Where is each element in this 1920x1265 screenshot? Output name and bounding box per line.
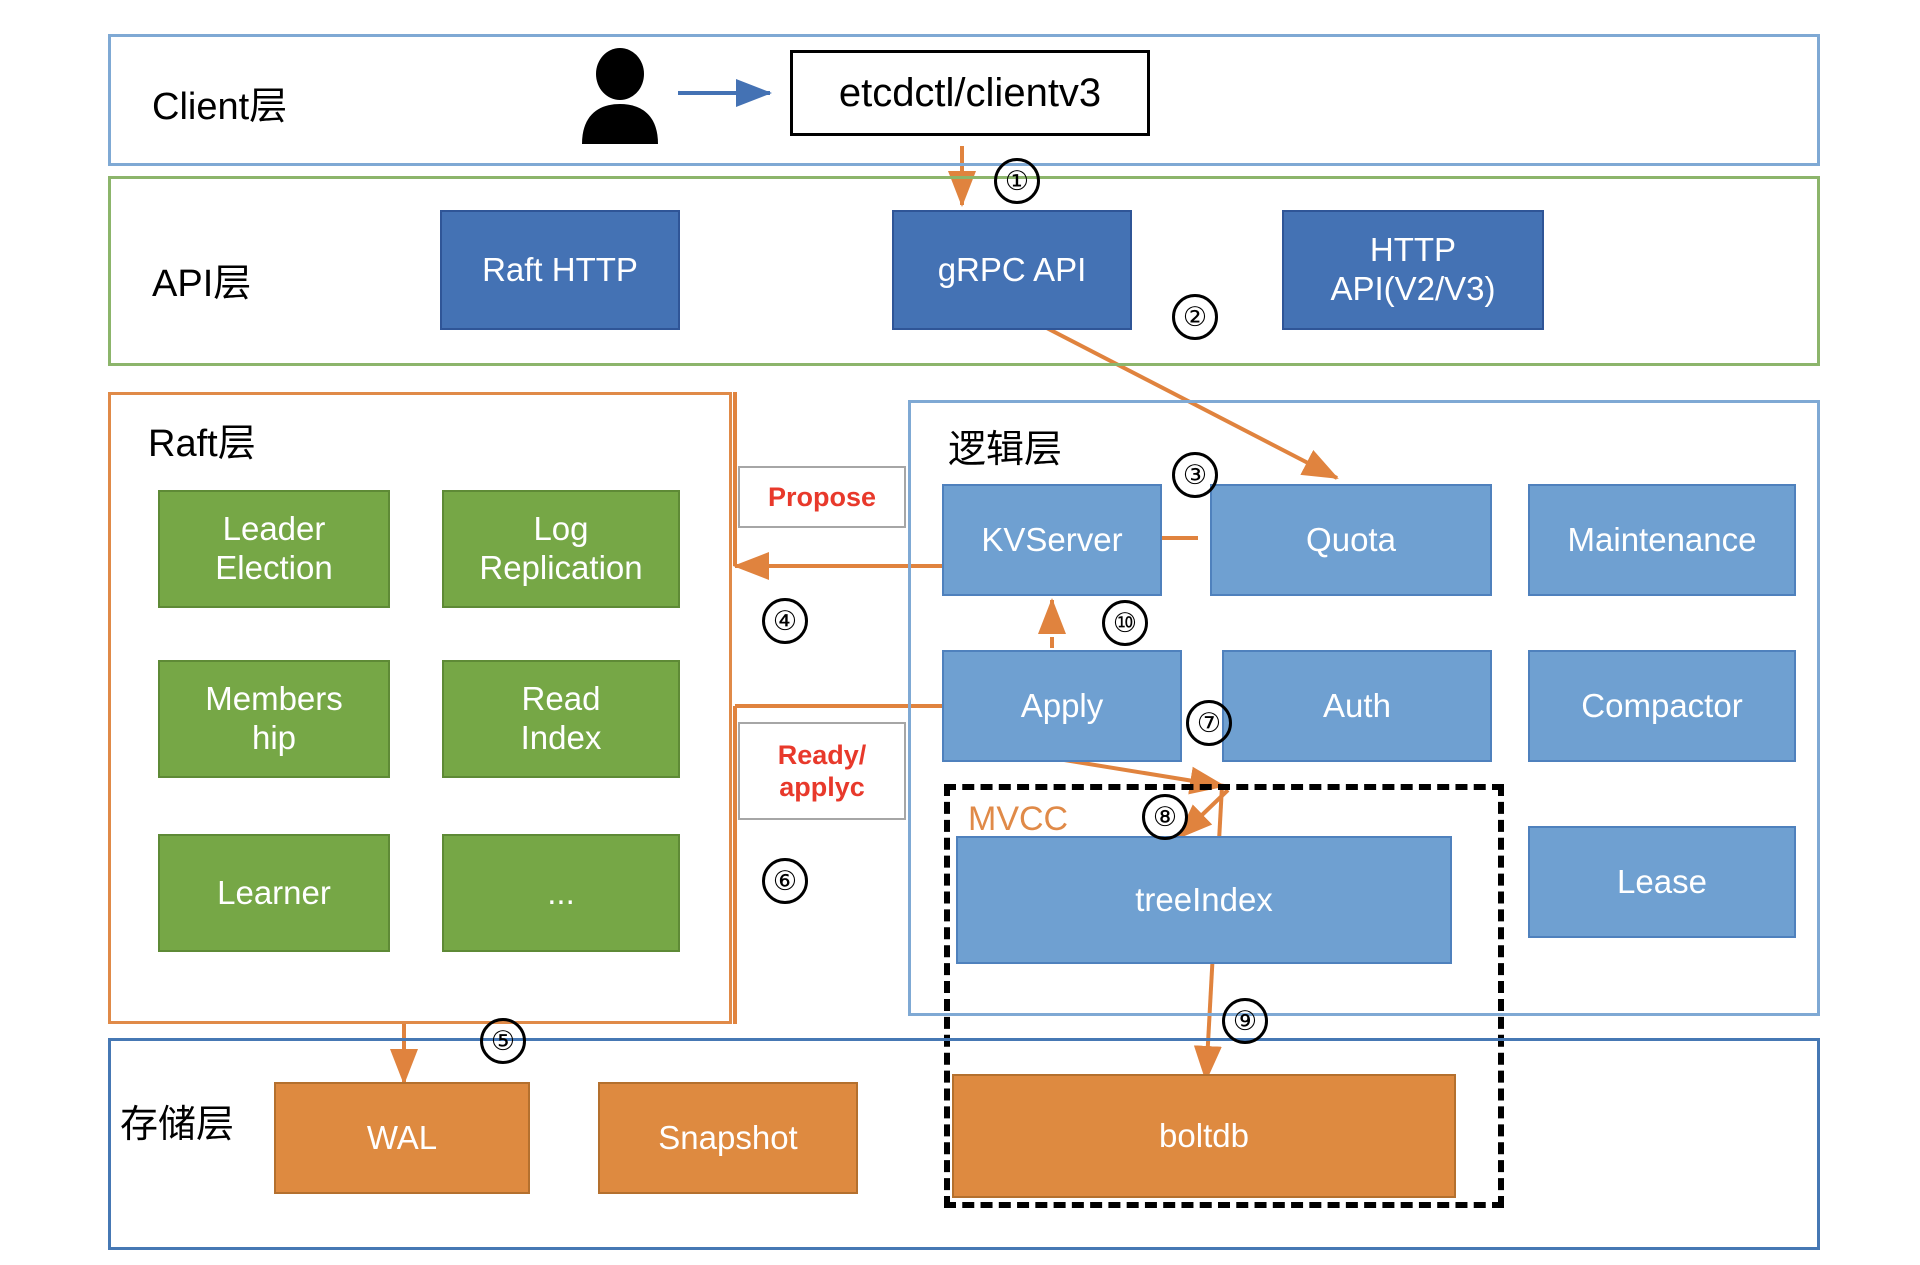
layer-client-title: Client层 [152,86,288,128]
step-badge-1: ① [994,158,1040,204]
layer-logic-title: 逻辑层 [948,429,1063,471]
step-badge-10: ⑩ [1102,600,1148,646]
raft-box-membership[interactable]: Members hip [158,660,390,778]
etcdctl-client-box[interactable]: etcdctl/clientv3 [790,50,1150,136]
layer-storage-title: 存储层 [120,1104,235,1146]
logic-box-quota[interactable]: Quota [1210,484,1492,596]
layer-raft-title: Raft层 [148,423,256,465]
layer-api [108,176,1820,366]
step-badge-8: ⑧ [1142,794,1188,840]
raft-box-ellipsis[interactable]: ... [442,834,680,952]
layer-storage [108,1038,1820,1250]
mvcc-group-label: MVCC [968,800,1069,838]
raft-box-log-replication[interactable]: Log Replication [442,490,680,608]
layer-logic [908,400,1820,1016]
step-badge-5: ⑤ [480,1018,526,1064]
logic-box-compactor[interactable]: Compactor [1528,650,1796,762]
storage-box-snapshot[interactable]: Snapshot [598,1082,858,1194]
logic-box-lease[interactable]: Lease [1528,826,1796,938]
logic-box-kvserver[interactable]: KVServer [942,484,1162,596]
raft-box-learner[interactable]: Learner [158,834,390,952]
propose-label-box: Propose [738,466,906,528]
step-badge-4: ④ [762,598,808,644]
storage-box-wal[interactable]: WAL [274,1082,530,1194]
step-badge-2: ② [1172,294,1218,340]
storage-box-boltdb[interactable]: boltdb [952,1074,1456,1198]
logic-box-apply[interactable]: Apply [942,650,1182,762]
api-box-raft-http[interactable]: Raft HTTP [440,210,680,330]
raft-box-leader-election[interactable]: Leader Election [158,490,390,608]
step-badge-6: ⑥ [762,858,808,904]
layer-raft [108,392,732,1024]
layer-client [108,34,1820,166]
logic-box-auth[interactable]: Auth [1222,650,1492,762]
step-badge-3: ③ [1172,452,1218,498]
api-box-http-api[interactable]: HTTP API(V2/V3) [1282,210,1544,330]
step-badge-9: ⑨ [1222,998,1268,1044]
step-badge-7: ⑦ [1186,700,1232,746]
api-box-grpc-api[interactable]: gRPC API [892,210,1132,330]
ready-applyc-label-box: Ready/ applyc [738,722,906,820]
user-person-icon [582,48,658,144]
logic-box-maintenance[interactable]: Maintenance [1528,484,1796,596]
mvcc-box-treeindex[interactable]: treeIndex [956,836,1452,964]
raft-box-read-index[interactable]: Read Index [442,660,680,778]
layer-api-title: API层 [152,263,252,305]
mvcc-group-frame [944,784,1504,1208]
